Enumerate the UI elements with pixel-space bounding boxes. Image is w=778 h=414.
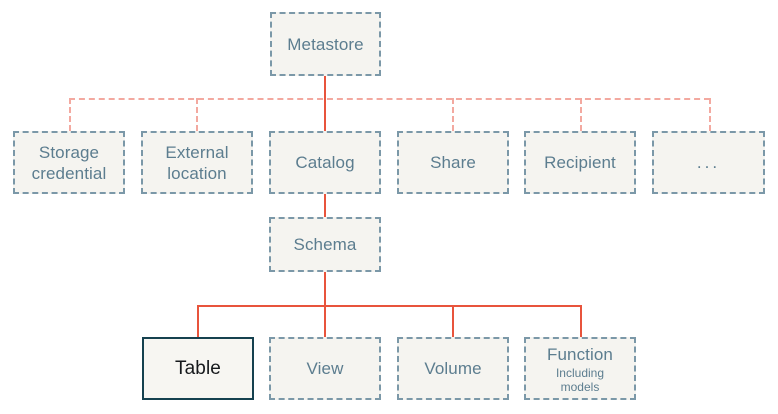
- node-external-location[interactable]: External location: [141, 131, 253, 194]
- node-recipient-label: Recipient: [544, 153, 616, 172]
- connector-drop-external-location: [196, 98, 198, 131]
- connector-drop-recipient: [580, 98, 582, 131]
- node-external-location-label: External location: [165, 142, 229, 183]
- node-volume[interactable]: Volume: [397, 337, 509, 400]
- connector-drop-catalog: [324, 98, 326, 131]
- node-function-label: Function: [546, 344, 613, 364]
- connector-drop-volume: [452, 305, 454, 337]
- node-table[interactable]: Table: [142, 337, 254, 400]
- connector-drop-function: [580, 305, 582, 337]
- node-schema[interactable]: Schema: [269, 217, 381, 272]
- node-view[interactable]: View: [269, 337, 381, 400]
- connector-bus-metastore: [69, 98, 710, 100]
- node-ellipsis[interactable]: ...: [652, 131, 765, 194]
- node-schema-label: Schema: [293, 235, 357, 254]
- connector-drop-ellipsis: [709, 98, 711, 131]
- connector-schema-down: [324, 272, 326, 306]
- connector-bus-schema: [197, 305, 582, 307]
- node-table-label: Table: [175, 358, 221, 379]
- connector-metastore-down: [324, 76, 326, 99]
- node-metastore-label: Metastore: [287, 34, 364, 54]
- node-catalog-label: Catalog: [295, 153, 355, 172]
- connector-drop-share: [452, 98, 454, 131]
- node-volume-label: Volume: [424, 359, 482, 378]
- node-view-label: View: [306, 359, 344, 378]
- node-share[interactable]: Share: [397, 131, 509, 194]
- connector-drop-storage-credential: [69, 98, 71, 131]
- node-function-sublabel: Including models: [555, 365, 605, 394]
- node-catalog[interactable]: Catalog: [269, 131, 381, 194]
- node-metastore[interactable]: Metastore: [270, 12, 381, 76]
- node-ellipsis-label: ...: [696, 153, 721, 172]
- node-function[interactable]: Function Including models: [524, 337, 636, 400]
- connector-drop-view: [324, 305, 326, 337]
- node-storage-credential[interactable]: Storage credential: [13, 131, 125, 194]
- connector-drop-table: [197, 305, 199, 337]
- node-recipient[interactable]: Recipient: [524, 131, 636, 194]
- node-storage-credential-label: Storage credential: [31, 142, 107, 183]
- node-share-label: Share: [430, 153, 476, 172]
- connector-catalog-schema: [324, 194, 326, 222]
